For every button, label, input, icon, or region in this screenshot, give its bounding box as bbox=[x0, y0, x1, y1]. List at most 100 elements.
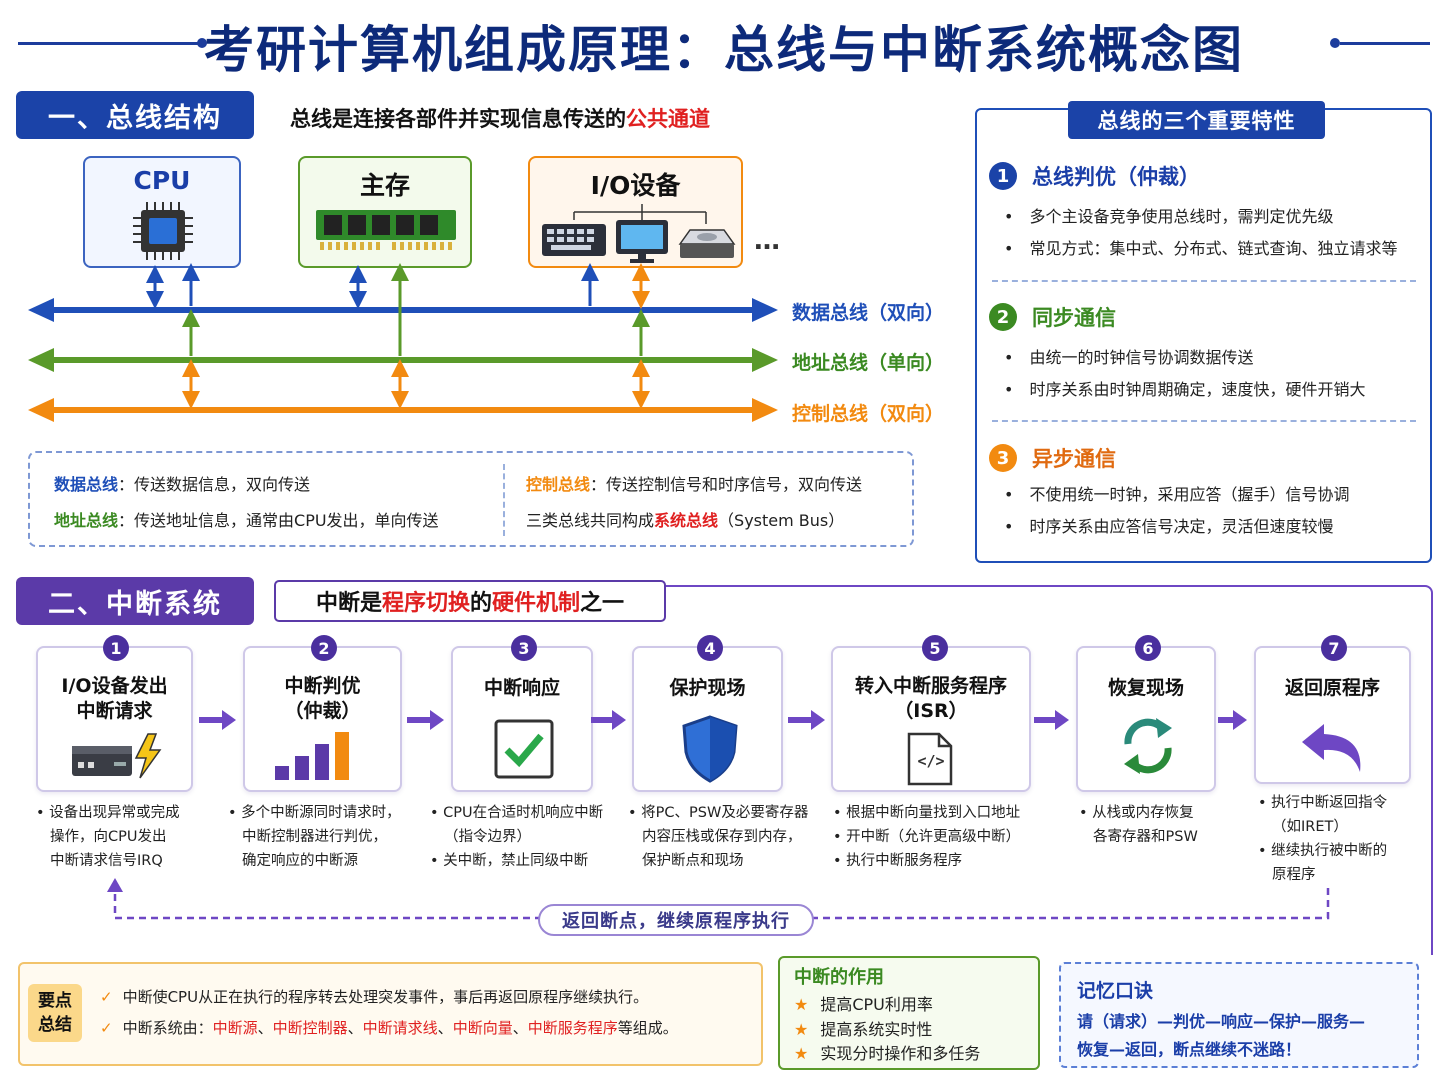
title-line-right bbox=[1340, 42, 1430, 45]
bus-subtitle-highlight: 公共通道 bbox=[626, 107, 710, 131]
feature-title-2: 同步通信 bbox=[1032, 306, 1116, 330]
data-bus-desc-text: ：传送数据信息，双向传送 bbox=[118, 475, 311, 494]
return-label: 返回断点，继续原程序执行 bbox=[538, 904, 814, 936]
feature-1-point-1: 多个主设备竞争使用总线时，需判定优先级 bbox=[1004, 203, 1333, 227]
system-bus-desc-post: （System Bus） bbox=[718, 511, 845, 530]
feature-3-point-2: 时序关系由应答信号决定，灵活但速度较慢 bbox=[1004, 513, 1333, 537]
role-item-3: ★实现分时操作和多任务 bbox=[794, 1044, 981, 1063]
system-bus-desc-pre: 三类总线共同构成 bbox=[526, 511, 655, 530]
checkmark-icon bbox=[494, 719, 554, 779]
step-6-title: 恢复现场 bbox=[1107, 677, 1184, 699]
role-item-2: ★提高系统实时性 bbox=[794, 1020, 933, 1039]
cpu-chip-icon bbox=[133, 202, 193, 260]
page-title: 考研计算机组成原理：总线与中断系统概念图 bbox=[204, 21, 1244, 79]
more-devices-ellipsis: … bbox=[754, 226, 780, 256]
mnemonic-box bbox=[1059, 962, 1419, 1068]
step-7-card: 7 返回原程序 bbox=[1254, 635, 1411, 784]
step-1-desc: • 设备出现异常或完成操作，向CPU发出中断请求信号IRQ bbox=[36, 805, 180, 869]
bus-lines-diagram bbox=[28, 263, 778, 422]
step-arrow-head-4 bbox=[811, 710, 825, 730]
cpu-label: CPU bbox=[133, 166, 191, 195]
feature-3-point-1: 不使用统一时钟，采用应答（握手）信号协调 bbox=[1004, 481, 1349, 505]
io-device-box: I/O设备 bbox=[528, 156, 743, 268]
shield-icon bbox=[682, 715, 738, 783]
summary-tag-2: 总结 bbox=[38, 1015, 72, 1035]
io-devices-icon bbox=[542, 204, 736, 263]
step-arrow-5 bbox=[1034, 717, 1056, 723]
role-item-1: ★提高CPU利用率 bbox=[794, 995, 933, 1014]
step-arrow-head-6 bbox=[1233, 710, 1247, 730]
summary-tag: 要点总结 bbox=[28, 984, 82, 1042]
step-2-desc: • 多个中断源同时请求时，中断控制器进行判优，确定响应的中断源 bbox=[228, 805, 401, 869]
bus-desc-divider bbox=[503, 464, 505, 536]
step-6-desc: • 从栈或内存恢复各寄存器和PSW bbox=[1079, 805, 1198, 845]
step-4-number: 4 bbox=[697, 635, 723, 661]
step-arrow-2 bbox=[407, 717, 431, 723]
step-2-number: 2 bbox=[311, 635, 337, 661]
step-3-title: 中断响应 bbox=[483, 677, 560, 699]
refresh-icon bbox=[1124, 718, 1172, 774]
interrupt-sub-e: 之一 bbox=[580, 591, 625, 616]
data-bus-desc: 数据总线：传送数据信息，双向传送 bbox=[54, 471, 310, 495]
features-title: 总线的三个重要特性 bbox=[1068, 101, 1325, 139]
priority-bars-icon bbox=[275, 732, 349, 780]
mnemonic-title: 记忆口诀 bbox=[1077, 980, 1154, 1002]
io-device-label: I/O设备 bbox=[590, 171, 681, 200]
step-5-card: 5 转入中断服务程序（ISR） </> bbox=[831, 635, 1031, 792]
step-6-card: 6 恢复现场 bbox=[1076, 635, 1216, 792]
interrupt-sub-b: 程序切换 bbox=[381, 591, 470, 616]
summary-line-2: ✓中断系统由：中断源、中断控制器、中断请求线、中断向量、中断服务程序等组成。 bbox=[100, 1019, 678, 1037]
step-5-desc: • 根据中断向量找到入口地址• 开中断（允许更高级中断）• 执行中断服务程序 bbox=[833, 805, 1021, 869]
interrupt-subtitle-box: 中断是程序切换的硬件机制之一 bbox=[274, 580, 666, 622]
step-5-title: 转入中断服务程序（ISR） bbox=[854, 675, 1007, 722]
summary-tag-1: 要点 bbox=[38, 991, 72, 1011]
step-3-number: 3 bbox=[511, 635, 537, 661]
feature-separator-1 bbox=[992, 280, 1416, 282]
role-title: 中断的作用 bbox=[794, 967, 884, 988]
feature-2-point-2: 时序关系由时钟周期确定，速度快，硬件开销大 bbox=[1004, 376, 1365, 400]
title-dot-left bbox=[197, 38, 207, 48]
return-arrow-icon bbox=[1302, 724, 1361, 772]
step-7-number: 7 bbox=[1321, 635, 1347, 661]
step-arrow-4 bbox=[788, 717, 812, 723]
step-6-number: 6 bbox=[1135, 635, 1161, 661]
feature-num-2: 2 bbox=[989, 303, 1017, 331]
title-dot-right bbox=[1330, 38, 1340, 48]
interrupt-section-frame bbox=[665, 585, 1433, 955]
data-bus-desc-name: 数据总线 bbox=[54, 475, 119, 494]
step-arrow-6 bbox=[1218, 717, 1234, 723]
bus-section-tag: 一、总线结构 bbox=[16, 91, 254, 139]
step-3-card: 3 中断响应 bbox=[451, 635, 593, 792]
control-bus-desc-name: 控制总线 bbox=[526, 475, 591, 494]
interrupt-sub-d: 硬件机制 bbox=[492, 591, 581, 616]
title-line-left bbox=[18, 42, 202, 45]
memory-label: 主存 bbox=[359, 171, 410, 200]
address-bus-desc: 地址总线：传送地址信息，通常由CPU发出，单向传送 bbox=[54, 507, 439, 531]
control-bus-desc-text: ：传送控制信号和时序信号，双向传送 bbox=[590, 475, 863, 494]
step-4-title: 保护现场 bbox=[669, 677, 746, 699]
feature-title-3: 异步通信 bbox=[1032, 447, 1116, 471]
bus-subtitle: 总线是连接各部件并实现信息传送的公共通道 bbox=[290, 103, 710, 133]
interrupt-section-tag: 二、中断系统 bbox=[16, 577, 254, 625]
control-bus-desc: 控制总线：传送控制信号和时序信号，双向传送 bbox=[526, 471, 862, 495]
feature-title-1: 总线判优（仲裁） bbox=[1032, 165, 1200, 189]
address-bus-label: 地址总线（单向） bbox=[792, 352, 945, 374]
interrupt-sub-a: 中断是 bbox=[315, 591, 382, 616]
step-arrow-head-3 bbox=[612, 710, 626, 730]
device-lightning-icon bbox=[72, 733, 162, 779]
step-arrow-head-5 bbox=[1055, 710, 1069, 730]
cpu-box: CPU bbox=[83, 156, 241, 268]
step-1-number: 1 bbox=[103, 635, 129, 661]
bus-description-box bbox=[28, 451, 914, 547]
step-4-desc: • 将PC、PSW及必要寄存器内容压栈或保存到内存，保护断点和现场 bbox=[628, 805, 809, 869]
feature-1-point-2: 常见方式：集中式、分布式、链式查询、独立请求等 bbox=[1004, 235, 1397, 259]
summary-box bbox=[18, 962, 763, 1066]
feature-2-point-1: 由统一的时钟信号协调数据传送 bbox=[1004, 344, 1253, 368]
interrupt-sub-c: 的 bbox=[469, 591, 492, 616]
step-arrow-head-1 bbox=[222, 710, 236, 730]
summary-line-1: ✓中断使CPU从正在执行的程序转去处理突发事件，事后再返回原程序继续执行。 bbox=[100, 988, 649, 1006]
step-4-card: 4 保护现场 bbox=[632, 635, 783, 792]
control-bus-label: 控制总线（双向） bbox=[792, 403, 945, 425]
interrupt-role-box bbox=[778, 956, 1040, 1070]
step-3-desc: • CPU在合适时机响应中断（指令边界）• 关中断，禁止同级中断 bbox=[430, 805, 604, 869]
